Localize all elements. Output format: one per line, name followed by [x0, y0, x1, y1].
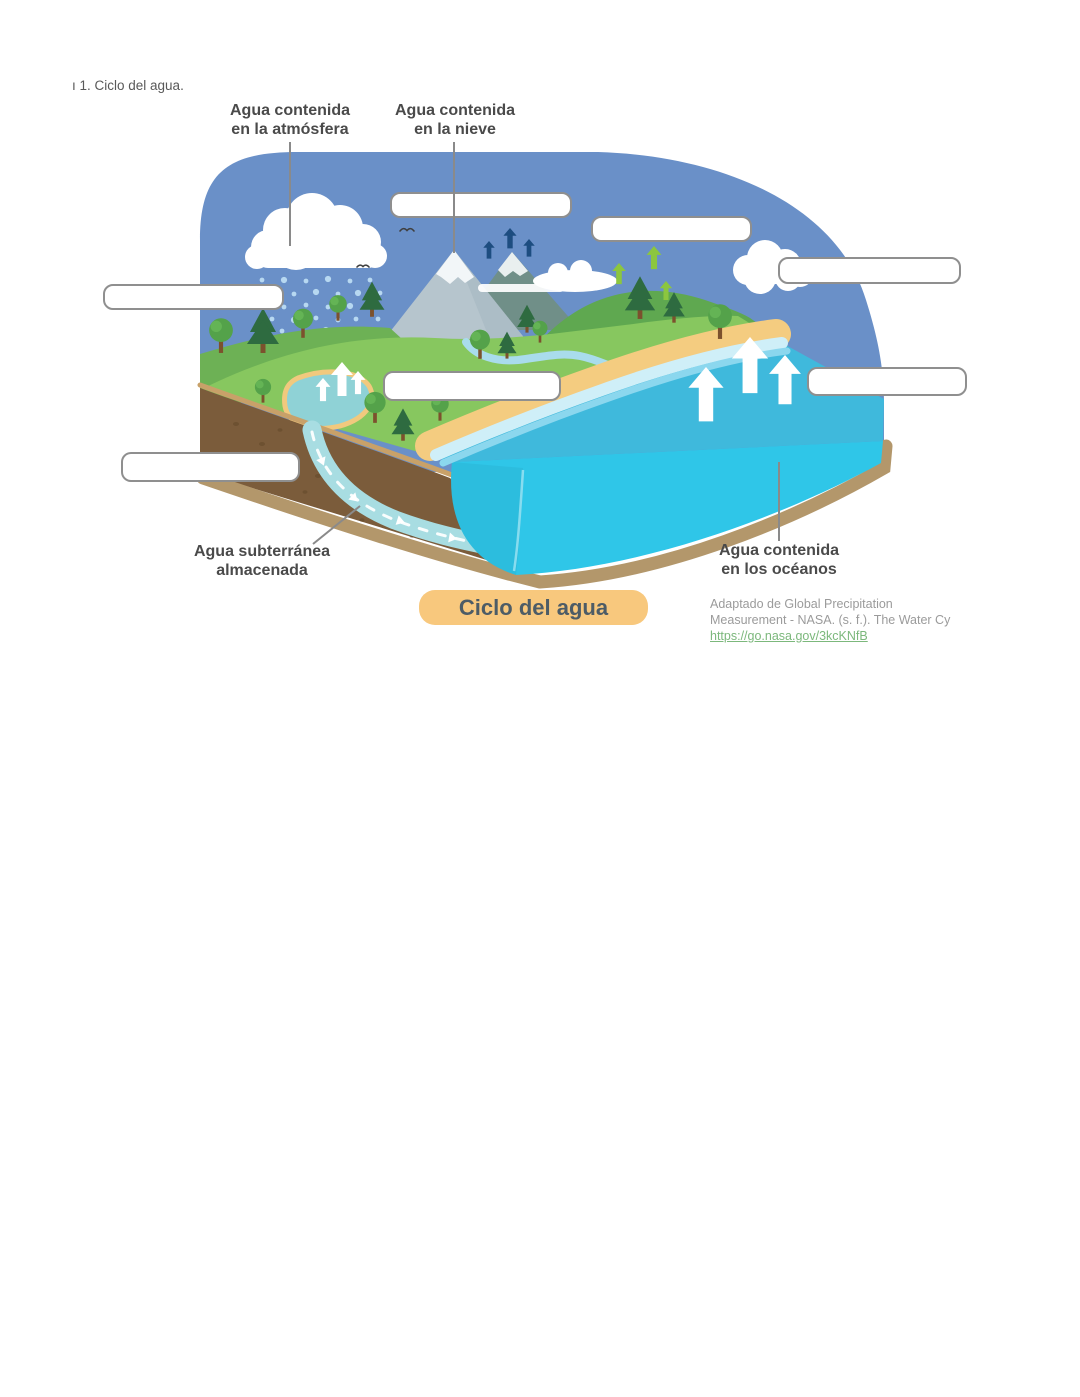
label-line: Agua subterránea — [193, 543, 331, 560]
answer-blank-6[interactable] — [807, 367, 967, 396]
answer-blank-5[interactable] — [383, 371, 561, 401]
groundwater-flow — [302, 420, 497, 555]
label-line: Agua contenida — [718, 542, 839, 559]
label-line: en la nieve — [414, 121, 496, 138]
answer-blank-7[interactable] — [121, 452, 300, 482]
attribution-line: Measurement - NASA. (s. f.). The Water C… — [710, 613, 951, 627]
label-atmosphere: Agua contenida en la atmósfera — [195, 101, 385, 139]
answer-blank-1[interactable] — [390, 192, 572, 218]
shoreline — [415, 319, 791, 467]
seafloor-edge — [196, 439, 893, 589]
answer-blank-4[interactable] — [103, 284, 284, 310]
label-line: en la atmósfera — [231, 121, 349, 138]
attribution-link[interactable]: https://go.nasa.gov/3kcKNfB — [710, 629, 868, 643]
answer-blank-2[interactable] — [591, 216, 752, 242]
mist-cloud — [478, 260, 617, 292]
connector-groundwater — [312, 505, 361, 545]
attribution: Adaptado de Global Precipitation Measure… — [710, 596, 1020, 644]
label-line: Agua contenida — [229, 102, 350, 119]
connector-atmosphere — [289, 142, 291, 246]
attribution-line: Adaptado de Global Precipitation — [710, 597, 893, 611]
label-oceans: Agua contenida en los océanos — [684, 541, 874, 579]
label-snow: Agua contenida en la nieve — [365, 101, 545, 139]
label-line: en los océanos — [721, 561, 837, 578]
answer-blank-3[interactable] — [778, 257, 961, 284]
label-line: almacenada — [216, 562, 308, 579]
connector-oceans — [778, 462, 780, 541]
connector-snow — [453, 142, 455, 253]
label-groundwater: Agua subterránea almacenada — [160, 542, 364, 580]
figure-caption: ı 1. Ciclo del agua. — [72, 78, 184, 93]
title-badge: Ciclo del agua — [419, 590, 648, 625]
rain-cloud — [245, 193, 387, 270]
label-line: Agua contenida — [394, 102, 515, 119]
cloud — [733, 240, 813, 294]
